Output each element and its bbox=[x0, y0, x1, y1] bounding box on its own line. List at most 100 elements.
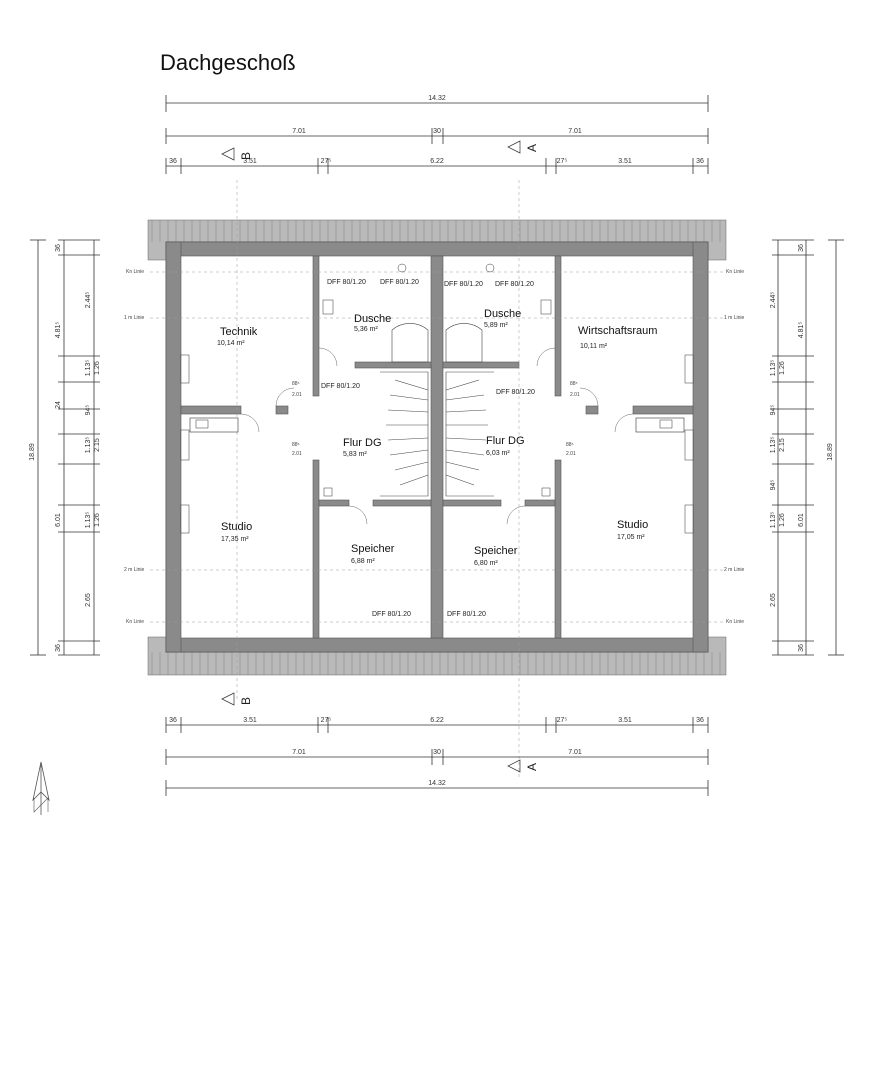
svg-text:14.32: 14.32 bbox=[428, 780, 446, 787]
svg-text:88⁵: 88⁵ bbox=[292, 442, 300, 448]
dim-27-right-top: 27⁵ bbox=[557, 158, 568, 165]
north-arrow-icon bbox=[32, 761, 50, 815]
svg-text:1.13⁵: 1.13⁵ bbox=[770, 437, 777, 454]
room-dusche-left: Dusche 5,36 m² bbox=[354, 313, 391, 333]
dim-overall-top: 14.32 bbox=[428, 95, 446, 102]
svg-text:6,88 m²: 6,88 m² bbox=[351, 558, 375, 565]
svg-text:B: B bbox=[239, 152, 253, 160]
svg-text:5,83 m²: 5,83 m² bbox=[343, 451, 367, 458]
svg-text:1.26: 1.26 bbox=[779, 361, 786, 375]
dim-351-left-top: 3.51 bbox=[243, 158, 257, 165]
svg-text:Dusche: Dusche bbox=[354, 313, 391, 325]
svg-text:3.51: 3.51 bbox=[243, 717, 257, 724]
svg-text:Speicher: Speicher bbox=[351, 543, 395, 555]
svg-text:94⁵: 94⁵ bbox=[770, 405, 777, 416]
svg-text:Dusche: Dusche bbox=[484, 308, 521, 320]
room-flur-left: Flur DG 5,83 m² bbox=[343, 437, 382, 458]
svg-text:94⁵: 94⁵ bbox=[85, 405, 92, 416]
svg-text:DFF 80/1.20: DFF 80/1.20 bbox=[380, 279, 419, 286]
svg-text:1.26: 1.26 bbox=[94, 513, 101, 527]
svg-text:DFF 80/1.20: DFF 80/1.20 bbox=[447, 611, 486, 618]
svg-text:17,05 m²: 17,05 m² bbox=[617, 534, 645, 541]
svg-text:36: 36 bbox=[798, 644, 805, 652]
svg-text:Speicher: Speicher bbox=[474, 545, 518, 557]
svg-text:94⁵: 94⁵ bbox=[770, 480, 777, 491]
dim-half-left-top: 7.01 bbox=[292, 128, 306, 135]
svg-text:1.26: 1.26 bbox=[94, 361, 101, 375]
room-flur-right: Flur DG 6,03 m² bbox=[486, 435, 525, 457]
svg-text:1.13⁵: 1.13⁵ bbox=[85, 512, 92, 529]
dim-351-right-top: 3.51 bbox=[618, 158, 632, 165]
svg-text:27⁵: 27⁵ bbox=[321, 717, 332, 724]
dim-622-top: 6.22 bbox=[430, 158, 444, 165]
section-marker-b-top: B bbox=[221, 147, 253, 161]
svg-text:7.01: 7.01 bbox=[568, 749, 582, 756]
dff-labels: DFF 80/1.20 DFF 80/1.20 DFF 80/1.20 DFF … bbox=[321, 279, 535, 618]
svg-text:5,36 m²: 5,36 m² bbox=[354, 326, 378, 333]
svg-text:A: A bbox=[525, 763, 539, 771]
svg-text:2.65: 2.65 bbox=[85, 593, 92, 607]
building: Kn Linie 1 m Linie 2 m Linie Kn Linie Kn… bbox=[124, 180, 745, 780]
left-dimensions: 18.89 36 2.44⁵ 4.81⁵ 1.13⁵ 1.26 24 94⁵ 1… bbox=[29, 239, 101, 656]
svg-text:88⁵: 88⁵ bbox=[292, 381, 300, 387]
svg-text:1.13⁵: 1.13⁵ bbox=[770, 512, 777, 529]
dim-27-left-top: 27⁵ bbox=[321, 158, 332, 165]
svg-text:2.01: 2.01 bbox=[292, 451, 302, 457]
svg-text:6.01: 6.01 bbox=[55, 513, 62, 527]
svg-text:2.01: 2.01 bbox=[566, 451, 576, 457]
svg-text:2.44⁵: 2.44⁵ bbox=[770, 292, 777, 309]
svg-text:Flur DG: Flur DG bbox=[486, 435, 525, 447]
svg-text:3.51: 3.51 bbox=[618, 717, 632, 724]
dim-half-right-top: 7.01 bbox=[568, 128, 582, 135]
svg-text:24: 24 bbox=[55, 401, 62, 409]
svg-text:30: 30 bbox=[433, 749, 441, 756]
stairs-left bbox=[380, 323, 429, 497]
top-dimensions: 14.32 7.01 30 7.01 36 3.51 27⁵ 6.22 27⁵ … bbox=[165, 95, 709, 174]
plan-title: Dachgeschoß bbox=[160, 50, 296, 75]
svg-text:Technik: Technik bbox=[220, 326, 258, 338]
svg-text:1 m Linie: 1 m Linie bbox=[724, 315, 745, 321]
svg-text:6,03 m²: 6,03 m² bbox=[486, 450, 510, 457]
room-technik: Technik 10,14 m² bbox=[217, 326, 258, 347]
svg-text:DFF 80/1.20: DFF 80/1.20 bbox=[444, 281, 483, 288]
dim-half-mid-top: 30 bbox=[433, 128, 441, 135]
svg-text:Studio: Studio bbox=[221, 521, 252, 533]
room-speicher-left: Speicher 6,88 m² bbox=[351, 543, 395, 565]
dim-36-left-top: 36 bbox=[169, 158, 177, 165]
svg-text:36: 36 bbox=[696, 717, 704, 724]
svg-text:6.22: 6.22 bbox=[430, 717, 444, 724]
svg-text:4.81⁵: 4.81⁵ bbox=[55, 322, 62, 339]
svg-text:36: 36 bbox=[169, 717, 177, 724]
dim-overall-right: 18.89 bbox=[827, 443, 834, 461]
svg-text:DFF 80/1.20: DFF 80/1.20 bbox=[321, 383, 360, 390]
svg-text:2.01: 2.01 bbox=[292, 392, 302, 398]
svg-text:2.65: 2.65 bbox=[770, 593, 777, 607]
svg-text:2.01: 2.01 bbox=[570, 392, 580, 398]
svg-text:1.13⁵: 1.13⁵ bbox=[85, 360, 92, 377]
svg-text:A: A bbox=[525, 144, 539, 152]
room-speicher-right: Speicher 6,80 m² bbox=[474, 545, 518, 567]
svg-text:1 m Linie: 1 m Linie bbox=[124, 315, 145, 321]
svg-text:36: 36 bbox=[55, 644, 62, 652]
bottom-dimensions: B 36 3.51 27⁵ 6.22 27⁵ 3.51 36 7.01 30 7… bbox=[165, 692, 709, 796]
svg-text:10,14 m²: 10,14 m² bbox=[217, 340, 245, 347]
svg-text:1.26: 1.26 bbox=[779, 513, 786, 527]
room-studio-right: Studio 17,05 m² bbox=[617, 519, 648, 541]
svg-text:Flur DG: Flur DG bbox=[343, 437, 382, 449]
svg-text:Kn Linie: Kn Linie bbox=[726, 619, 744, 625]
svg-text:1.13⁵: 1.13⁵ bbox=[770, 360, 777, 377]
dim-36-right-top: 36 bbox=[696, 158, 704, 165]
fixtures bbox=[189, 263, 685, 497]
svg-text:DFF 80/1.20: DFF 80/1.20 bbox=[327, 279, 366, 286]
svg-text:Studio: Studio bbox=[617, 519, 648, 531]
svg-text:27⁵: 27⁵ bbox=[557, 717, 568, 724]
svg-text:B: B bbox=[239, 697, 253, 705]
section-marker-b-bottom: B bbox=[221, 692, 253, 706]
svg-text:6,80 m²: 6,80 m² bbox=[474, 560, 498, 567]
svg-text:DFF 80/1.20: DFF 80/1.20 bbox=[496, 389, 535, 396]
svg-text:Wirtschaftsraum: Wirtschaftsraum bbox=[578, 325, 657, 337]
section-marker-a-top: A bbox=[507, 140, 539, 154]
room-wirtschaftsraum: Wirtschaftsraum 10,11 m² bbox=[578, 325, 657, 350]
svg-text:2 m Linie: 2 m Linie bbox=[724, 567, 745, 573]
